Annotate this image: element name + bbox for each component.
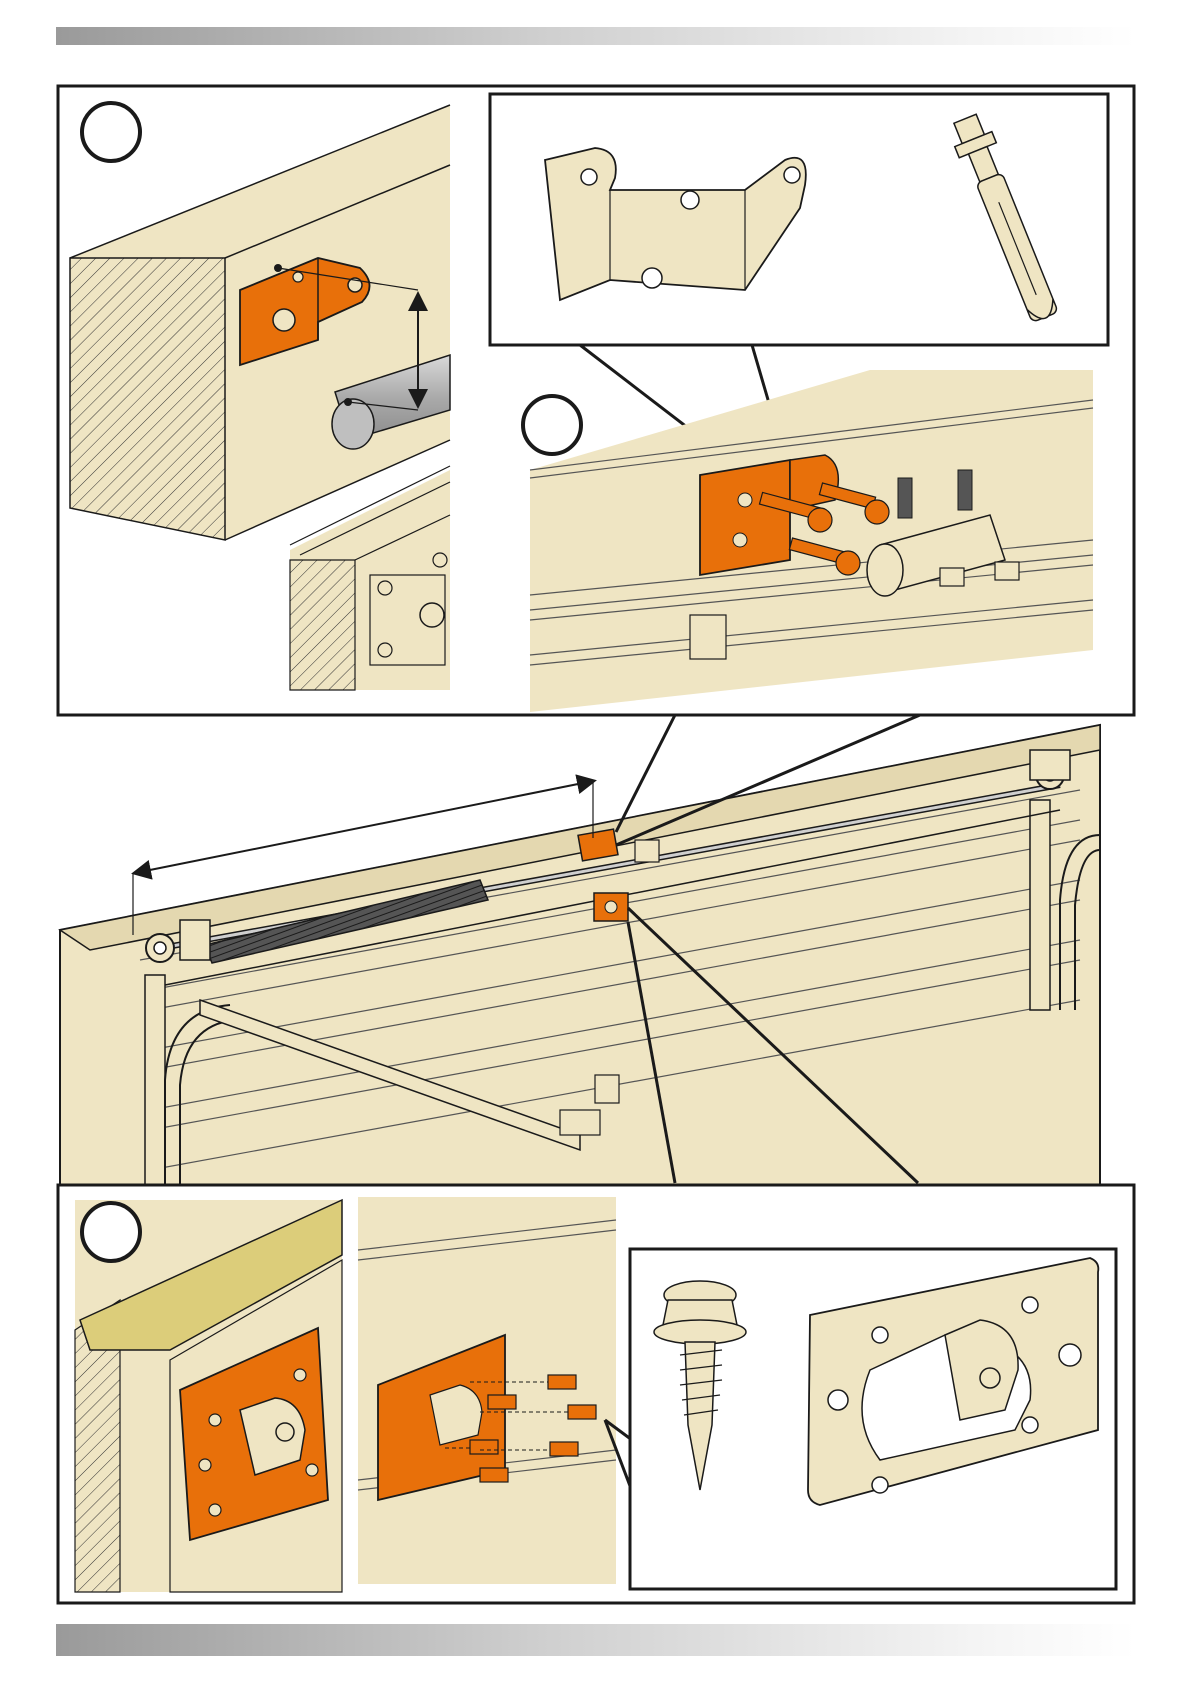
step-3-detail (75, 1197, 1116, 1592)
step-2-marker (523, 396, 581, 454)
door-overview (60, 725, 1100, 1185)
step-1-marker (82, 103, 140, 161)
step-2-detail (523, 370, 1093, 712)
step-3-marker (82, 1203, 140, 1261)
step-1-detail (70, 103, 450, 690)
